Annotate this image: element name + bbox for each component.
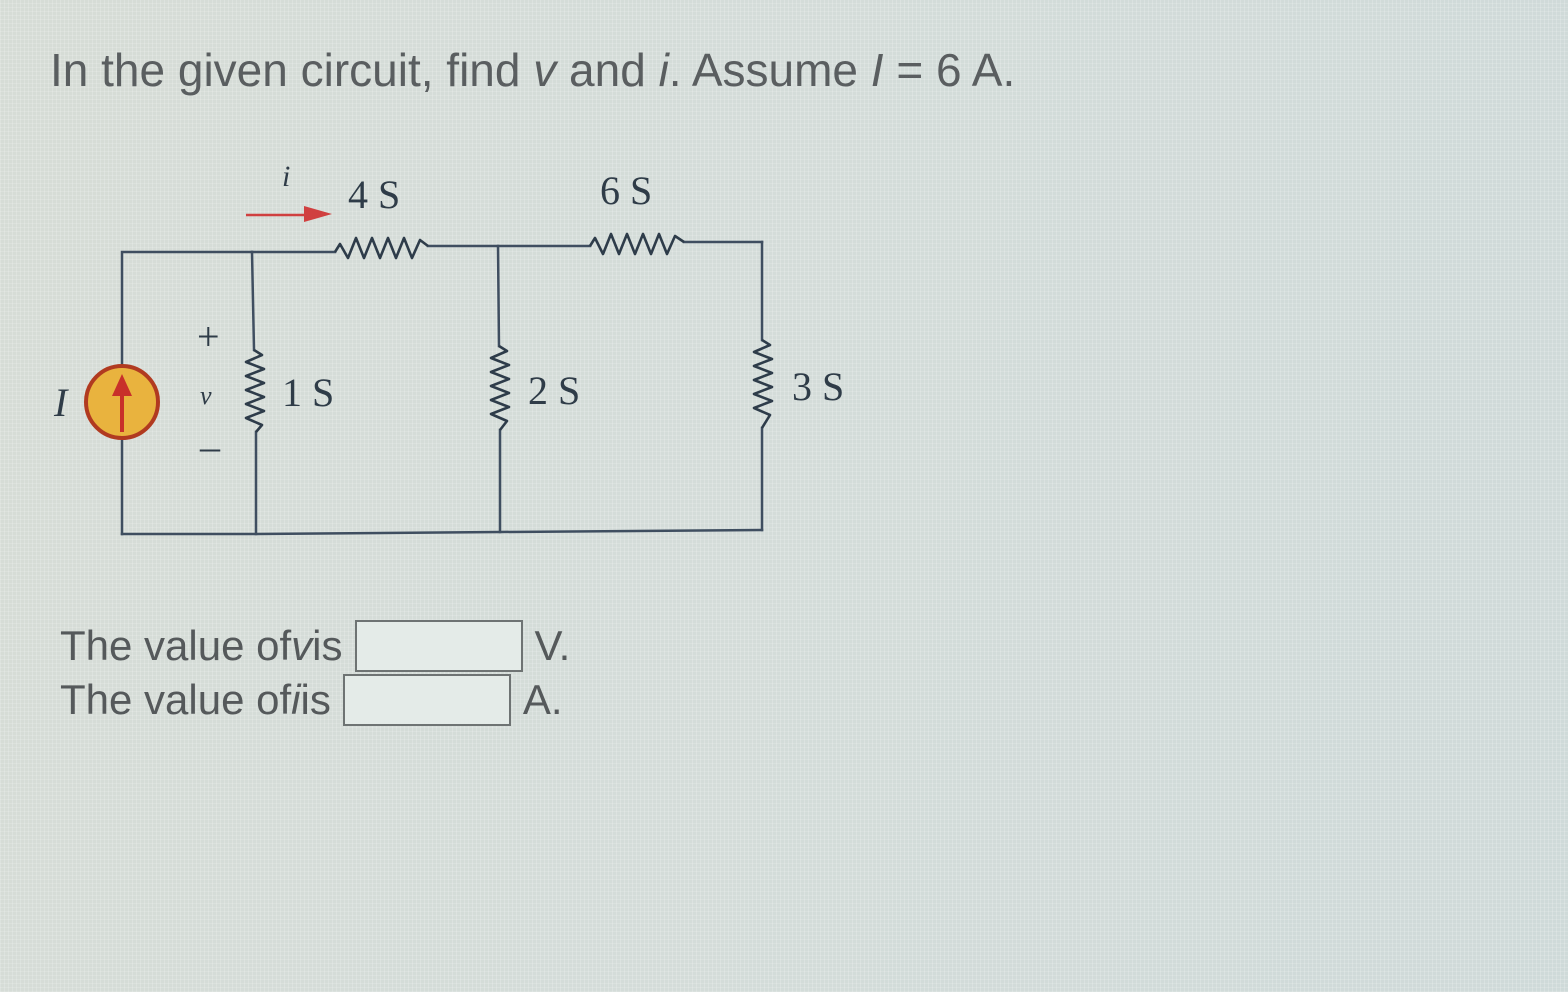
- v-value-input[interactable]: [354, 620, 523, 672]
- resistor-4s: [333, 236, 429, 260]
- resistor-6s: [588, 232, 685, 256]
- question-var-I: I: [870, 44, 884, 96]
- answer-i-suffix: is: [300, 676, 331, 723]
- question-var-i: i: [658, 44, 669, 96]
- wire-left: [120, 250, 254, 378]
- question-assume: . Assume: [668, 44, 871, 96]
- label-3s: 3 S: [792, 364, 844, 409]
- answer-row-v: The value of v is V.: [60, 620, 570, 672]
- label-4s: 4 S: [348, 172, 400, 217]
- minus-sign: –: [199, 424, 221, 469]
- voltage-label: v: [200, 381, 212, 410]
- label-1s: 1 S: [282, 370, 334, 415]
- question-text: In the given circuit, find v and i. Assu…: [50, 40, 1015, 100]
- answer-v-prefix: The value of: [60, 622, 292, 669]
- resistor-2s: [489, 344, 511, 431]
- question-var-v: v: [533, 44, 557, 96]
- question-and: and: [556, 44, 659, 96]
- v-unit: V.: [534, 622, 571, 669]
- current-arrow-icon: [246, 206, 332, 222]
- current-label: i: [282, 160, 290, 193]
- answer-row-i: The value of i is A.: [60, 674, 563, 726]
- label-6s: 6 S: [600, 168, 652, 213]
- i-unit: A.: [522, 676, 563, 723]
- answer-v-suffix: is: [312, 622, 343, 669]
- wire-bottom: [120, 528, 764, 536]
- wire-2s-top: [496, 244, 501, 348]
- plus-sign: +: [197, 314, 220, 359]
- resistor-1s: [244, 348, 266, 433]
- answer-i-var: i: [291, 676, 301, 723]
- question-prefix: In the given circuit, find: [50, 44, 534, 96]
- i-value-input[interactable]: [342, 674, 511, 726]
- question-value: = 6 A.: [883, 44, 1016, 96]
- current-source: [84, 364, 160, 440]
- answer-i-prefix: The value of: [60, 676, 292, 723]
- resistor-3s: [752, 338, 774, 429]
- wire-1s-top: [250, 250, 256, 352]
- answer-v-var: v: [291, 622, 313, 669]
- label-2s: 2 S: [528, 368, 580, 413]
- source-label: I: [53, 380, 69, 425]
